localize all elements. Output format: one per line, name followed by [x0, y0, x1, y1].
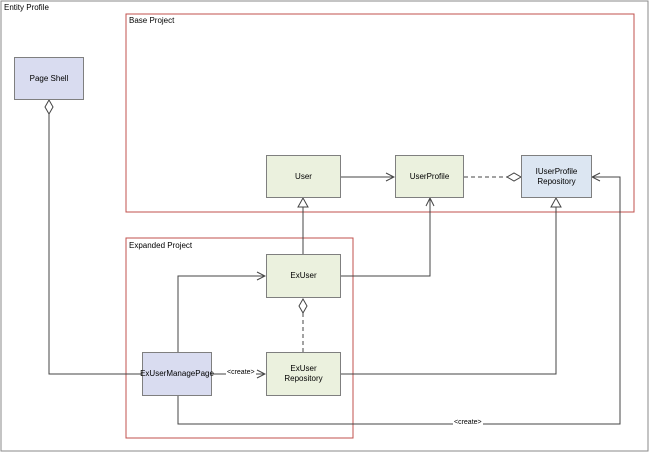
edge-label-create-bottom: <create> — [453, 419, 483, 426]
base-project-border — [125, 13, 635, 213]
node-ex-user[interactable]: ExUser — [266, 254, 341, 298]
node-label-line2: Repository — [284, 374, 323, 383]
node-label-line1: IUserProfile — [535, 166, 578, 176]
node-user-profile[interactable]: UserProfile — [395, 155, 464, 198]
group-title-base: Base Project — [129, 16, 175, 25]
edge-pageshell-aggregation — [44, 98, 178, 375]
node-label: Page Shell — [29, 73, 69, 83]
node-label: UserProfile — [409, 171, 450, 181]
node-label: User — [295, 171, 312, 181]
edge-managepage-exuser — [177, 276, 265, 352]
edge-exuser-userprofile — [341, 198, 430, 277]
expanded-project-border — [125, 237, 354, 439]
node-label-line2: Repository — [537, 176, 576, 186]
node-user[interactable]: User — [266, 155, 341, 198]
edge-managepage-irepo-create — [177, 177, 621, 425]
node-label: ExUserManagePage — [140, 369, 214, 378]
group-title-expanded: Expanded Project — [129, 241, 193, 250]
edge-label-create-repo: <create> — [226, 369, 256, 376]
edge-exuserrepo-irepo — [341, 196, 562, 375]
node-label-line1: ExUser — [290, 364, 317, 373]
node-ex-user-repository[interactable]: ExUser Repository — [266, 352, 341, 396]
node-page-shell[interactable]: Page Shell — [14, 57, 84, 100]
node-ex-user-manage-page[interactable]: ExUserManagePage — [140, 352, 214, 396]
frame-title: Entity Profile — [4, 3, 49, 12]
node-iuser-profile-repository[interactable]: IUserProfile Repository — [521, 155, 592, 198]
node-label: ExUser — [290, 271, 317, 280]
